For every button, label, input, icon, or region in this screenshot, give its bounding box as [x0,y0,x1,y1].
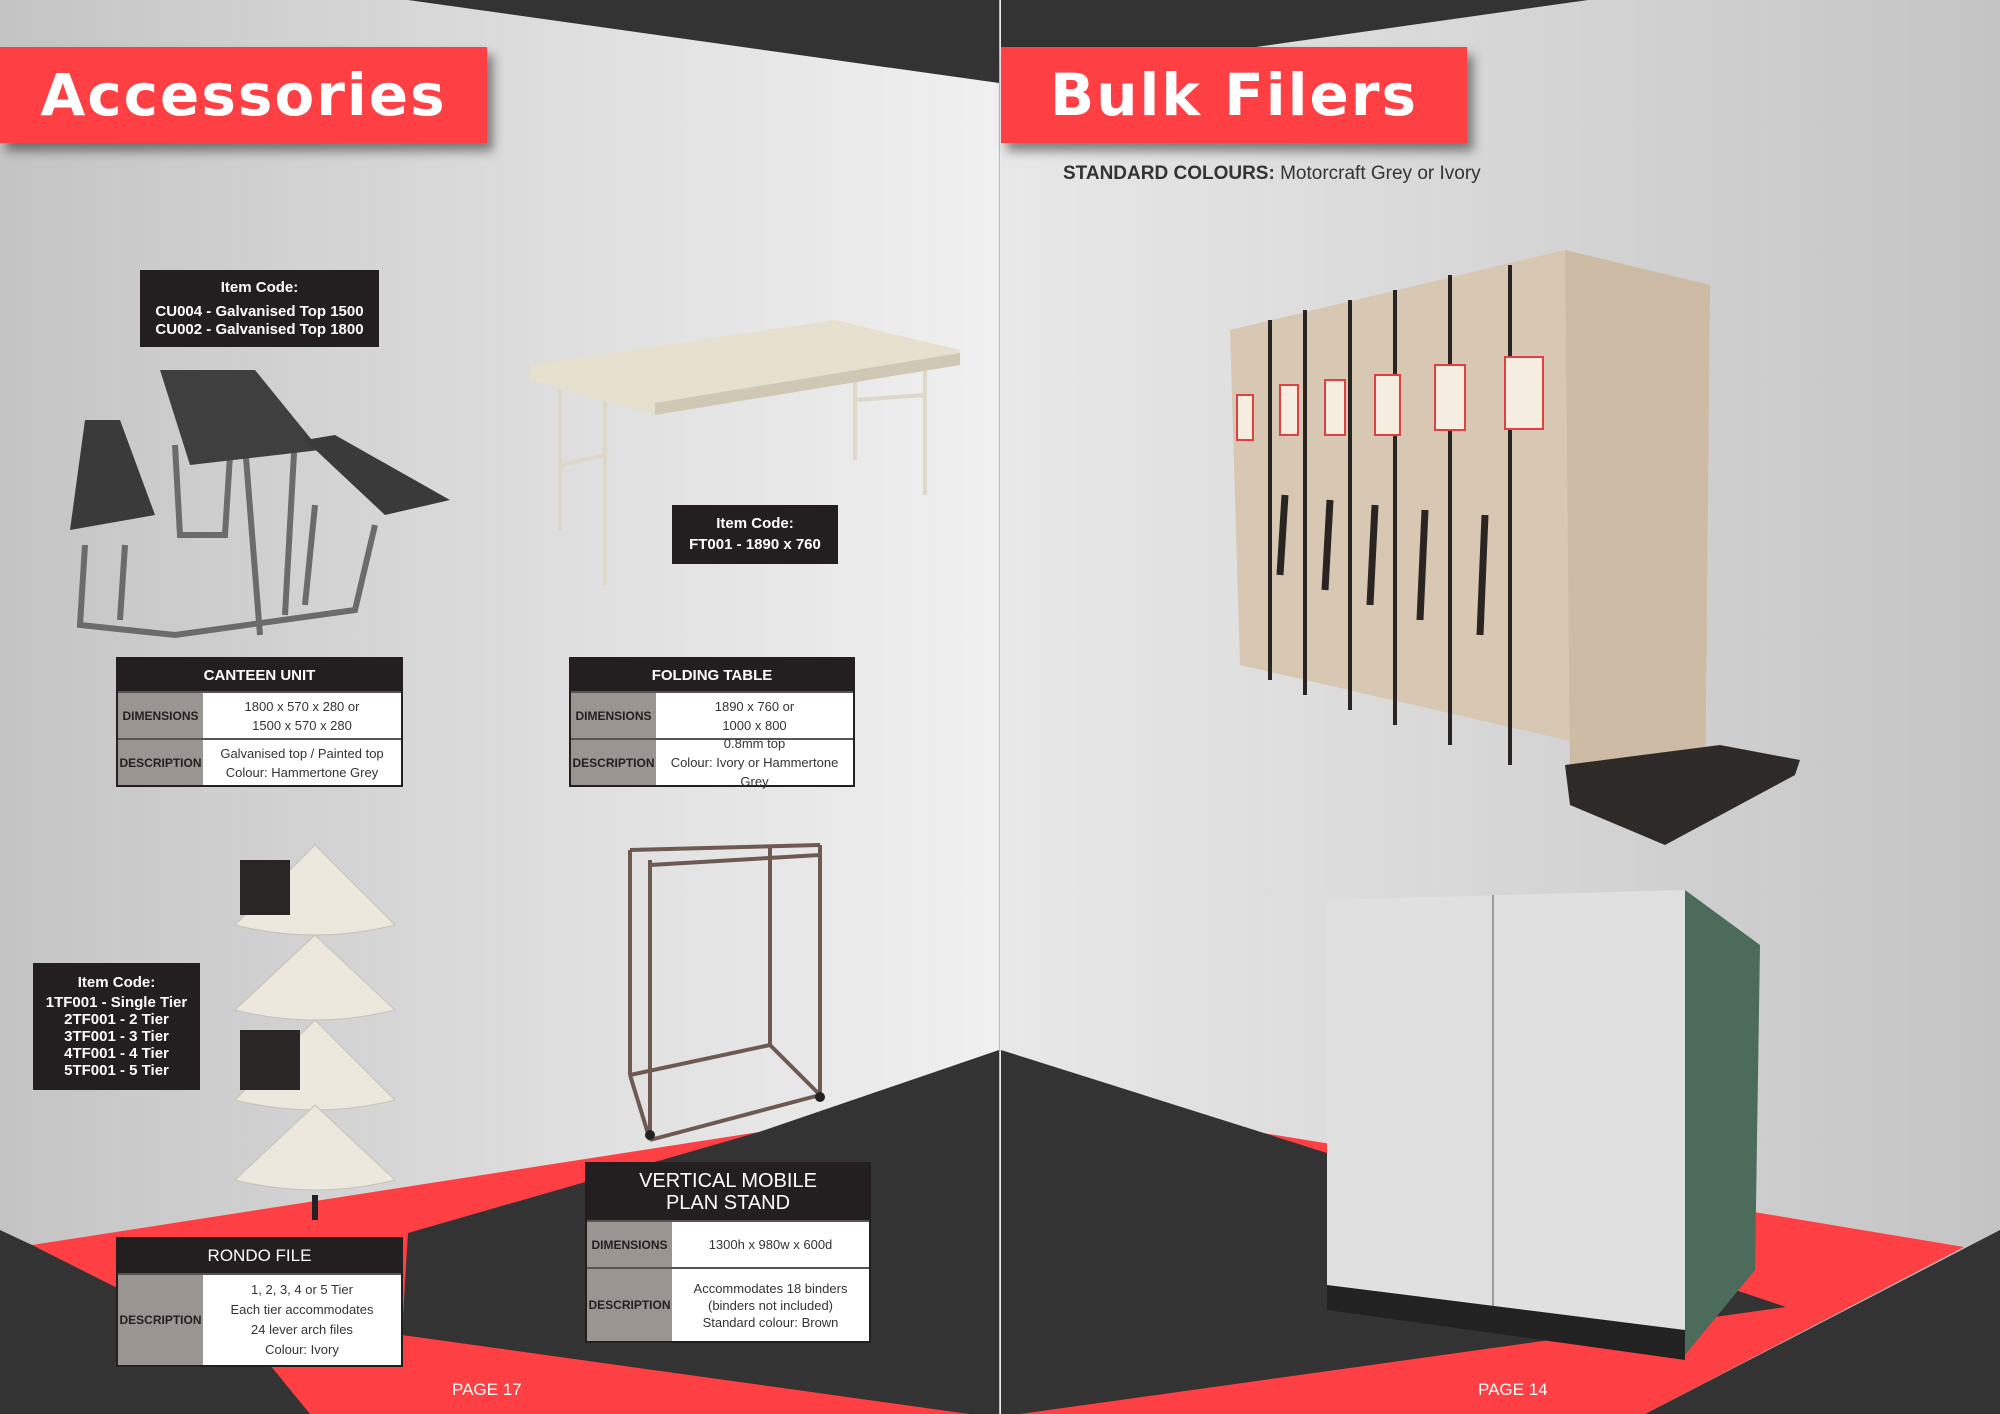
item-code-line: 4TF001 - 4 Tier [64,1045,169,1062]
standard-colours-label: STANDARD COLOURS: [1063,163,1275,184]
description-line: (binders not included) [707,1297,834,1313]
description-label: DESCRIPTION [118,1275,203,1365]
rondo-item-code: Item Code: 1TF001 - Single Tier 2TF001 -… [33,963,200,1090]
bulk-filer-beige-image [1230,250,1800,845]
dimensions-label: DIMENSIONS [587,1222,672,1267]
rondo-file-image [233,844,397,1220]
item-code-heading: Item Code: [77,974,156,991]
description-line: 1, 2, 3, 4 or 5 Tier [251,1282,353,1297]
description-label: DESCRIPTION [587,1269,672,1341]
item-code-line: 3TF001 - 3 Tier [64,1028,169,1045]
spec-title-line: PLAN STAND [665,1192,791,1214]
page-number-left: PAGE 17 [452,1380,522,1399]
item-code-line: FT001 - 1890 x 760 [689,536,821,553]
page-number-right: PAGE 14 [1478,1380,1548,1399]
folding-table-item-code: Item Code: FT001 - 1890 x 760 [672,505,838,564]
dimension-line: 1890 x 760 or [714,698,795,714]
description-line: Galvanised top / Painted top [220,745,384,761]
dimension-line: 1800 x 570 x 280 or [244,698,360,714]
description-line: Each tier accommodates [230,1302,374,1317]
canteen-unit-spec-table: CANTEEN UNIT DIMENSIONS 1800 x 570 x 280 … [116,657,403,787]
description-line: Colour: Hammertone Grey [225,764,379,780]
plan-stand-image [628,843,825,1142]
description-line: Colour: Ivory or Hammertone Grey [670,755,839,789]
rondo-file-spec-table: RONDO FILE DESCRIPTION 1, 2, 3, 4 or 5 Ti… [116,1237,403,1367]
spec-title: CANTEEN UNIT [118,659,401,691]
folding-table-image [530,320,960,585]
description-line: Accommodates 18 binders [693,1280,848,1296]
dimension-line: 1000 x 800 [722,717,787,733]
spec-title: RONDO FILE [118,1239,401,1273]
accessories-title: Accessories [0,47,487,143]
item-code-heading: Item Code: [716,515,794,532]
description-line: 0.8mm top [723,736,786,751]
item-code-line: CU004 - Galvanised Top 1500 [155,302,364,320]
standard-colours-line: STANDARD COLOURS: Motorcraft Grey or Ivo… [1063,163,1481,185]
bulk-filer-white-image [1327,890,1760,1360]
dimensions-label: DIMENSIONS [571,693,656,738]
description-line: 24 lever arch files [251,1322,353,1337]
item-code-line: CU002 - Galvanised Top 1800 [155,320,364,338]
item-code-line: 2TF001 - 2 Tier [64,1011,169,1028]
dimension-line: 1300h x 980w x 600d [708,1237,833,1252]
folding-table-spec-table: FOLDING TABLE DIMENSIONS 1890 x 760 or 100… [569,657,855,789]
description-label: DESCRIPTION [118,740,203,785]
item-code-heading: Item Code: [220,278,299,296]
spec-title: FOLDING TABLE [571,659,853,691]
description-line: Standard colour: Brown [702,1314,839,1330]
canteen-unit-image [70,370,450,639]
dimensions-label: DIMENSIONS [118,693,203,738]
spec-title-line: VERTICAL MOBILE [639,1170,817,1192]
standard-colours-value: Motorcraft Grey or Ivory [1274,163,1481,184]
description-label: DESCRIPTION [571,740,656,785]
canteen-item-code: Item Code: CU004 - Galvanised Top 1500 C… [140,270,379,347]
bulk-filers-title: Bulk Filers [1001,47,1467,143]
dimension-line: 1500 x 570 x 280 [252,717,352,733]
item-code-line: 1TF001 - Single Tier [45,994,188,1011]
description-line: Colour: Ivory [265,1342,339,1357]
item-code-line: 5TF001 - 5 Tier [64,1062,169,1079]
